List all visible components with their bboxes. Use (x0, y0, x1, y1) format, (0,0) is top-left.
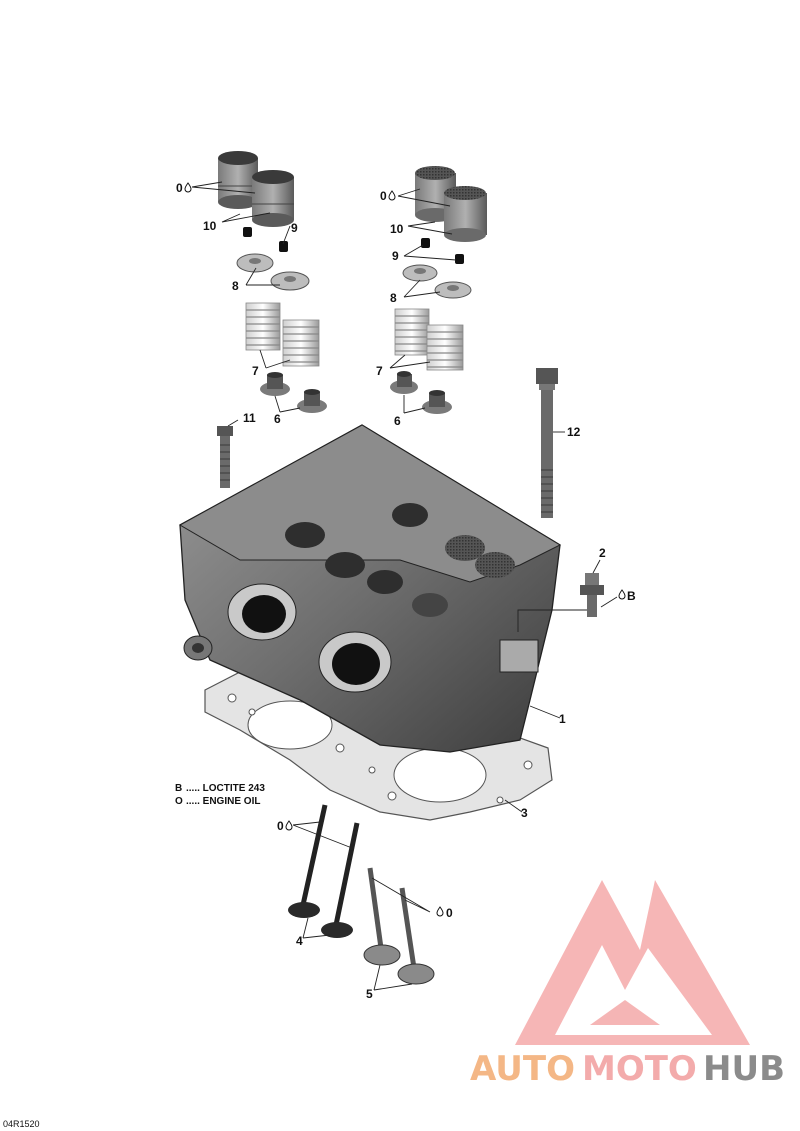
callout-6-right: 6 (394, 414, 401, 428)
callout-8-right: 8 (390, 291, 397, 305)
oil-marker-tappets-left: 0 (176, 181, 192, 195)
callout-2: 2 (599, 546, 606, 560)
logo-word-auto: AUTO (470, 1049, 575, 1089)
legend-o-text: ..... ENGINE OIL (186, 796, 260, 807)
callout-4: 4 (296, 934, 303, 948)
valve-keys (243, 227, 464, 264)
tappet-left-2 (252, 170, 294, 227)
callout-1: 1 (559, 712, 566, 726)
drop-icon (285, 820, 293, 831)
screw-11 (217, 426, 233, 488)
logo-word-moto: MOTO (582, 1049, 697, 1089)
tappet-left-1 (218, 151, 258, 209)
svg-text:0: 0 (277, 819, 284, 833)
drop-icon (618, 589, 626, 600)
oil-marker-valves-right: 0 (436, 906, 453, 920)
fitting-2 (580, 573, 604, 617)
reference-code: 04R1520 (3, 1119, 40, 1129)
callout-10-left: 10 (203, 219, 217, 233)
svg-text:0: 0 (380, 189, 387, 203)
legend: B ..... LOCTITE 243 O ..... ENGINE OIL (175, 783, 265, 807)
callout-9-left: 9 (291, 221, 298, 235)
callout-12: 12 (567, 425, 581, 439)
valve-springs-right (394, 308, 464, 371)
callout-9-right: 9 (392, 249, 399, 263)
svg-text:B: B (627, 589, 636, 603)
loctite-marker-fitting: B (618, 589, 636, 603)
callout-7-right: 7 (376, 364, 383, 378)
tappet-right-2 (444, 186, 487, 242)
watermark-logo: AUTO MOTO HUB (470, 880, 785, 1089)
callout-6-left: 6 (274, 412, 281, 426)
drop-icon (388, 190, 396, 201)
logo-word-hub: HUB (703, 1049, 785, 1089)
callout-5: 5 (366, 987, 373, 1001)
oil-marker-tappets-right: 0 (380, 189, 396, 203)
valves-5 (363, 867, 435, 985)
drop-icon (184, 182, 192, 193)
callout-7-left: 7 (252, 364, 259, 378)
svg-text:0: 0 (176, 181, 183, 195)
screw-12 (536, 368, 558, 518)
drop-icon (436, 906, 444, 917)
valve-stem-seals (260, 371, 452, 414)
oil-marker-valves-top: 0 (277, 819, 293, 833)
legend-o-code: O (175, 796, 183, 807)
leader-lines (191, 181, 618, 991)
cylinder-head (178, 424, 588, 753)
logo-triangle-mark (515, 880, 750, 1045)
valve-springs-left (245, 302, 320, 367)
cylinder-head-gasket (204, 671, 553, 821)
spring-retainers (236, 253, 472, 299)
callout-11: 11 (243, 411, 256, 425)
callout-3: 3 (521, 806, 528, 820)
callout-8-left: 8 (232, 279, 239, 293)
legend-b-code: B (175, 783, 182, 794)
callout-10-right: 10 (390, 222, 404, 236)
legend-b-text: ..... LOCTITE 243 (186, 783, 265, 794)
svg-text:0: 0 (446, 906, 453, 920)
valves-4 (288, 804, 360, 938)
